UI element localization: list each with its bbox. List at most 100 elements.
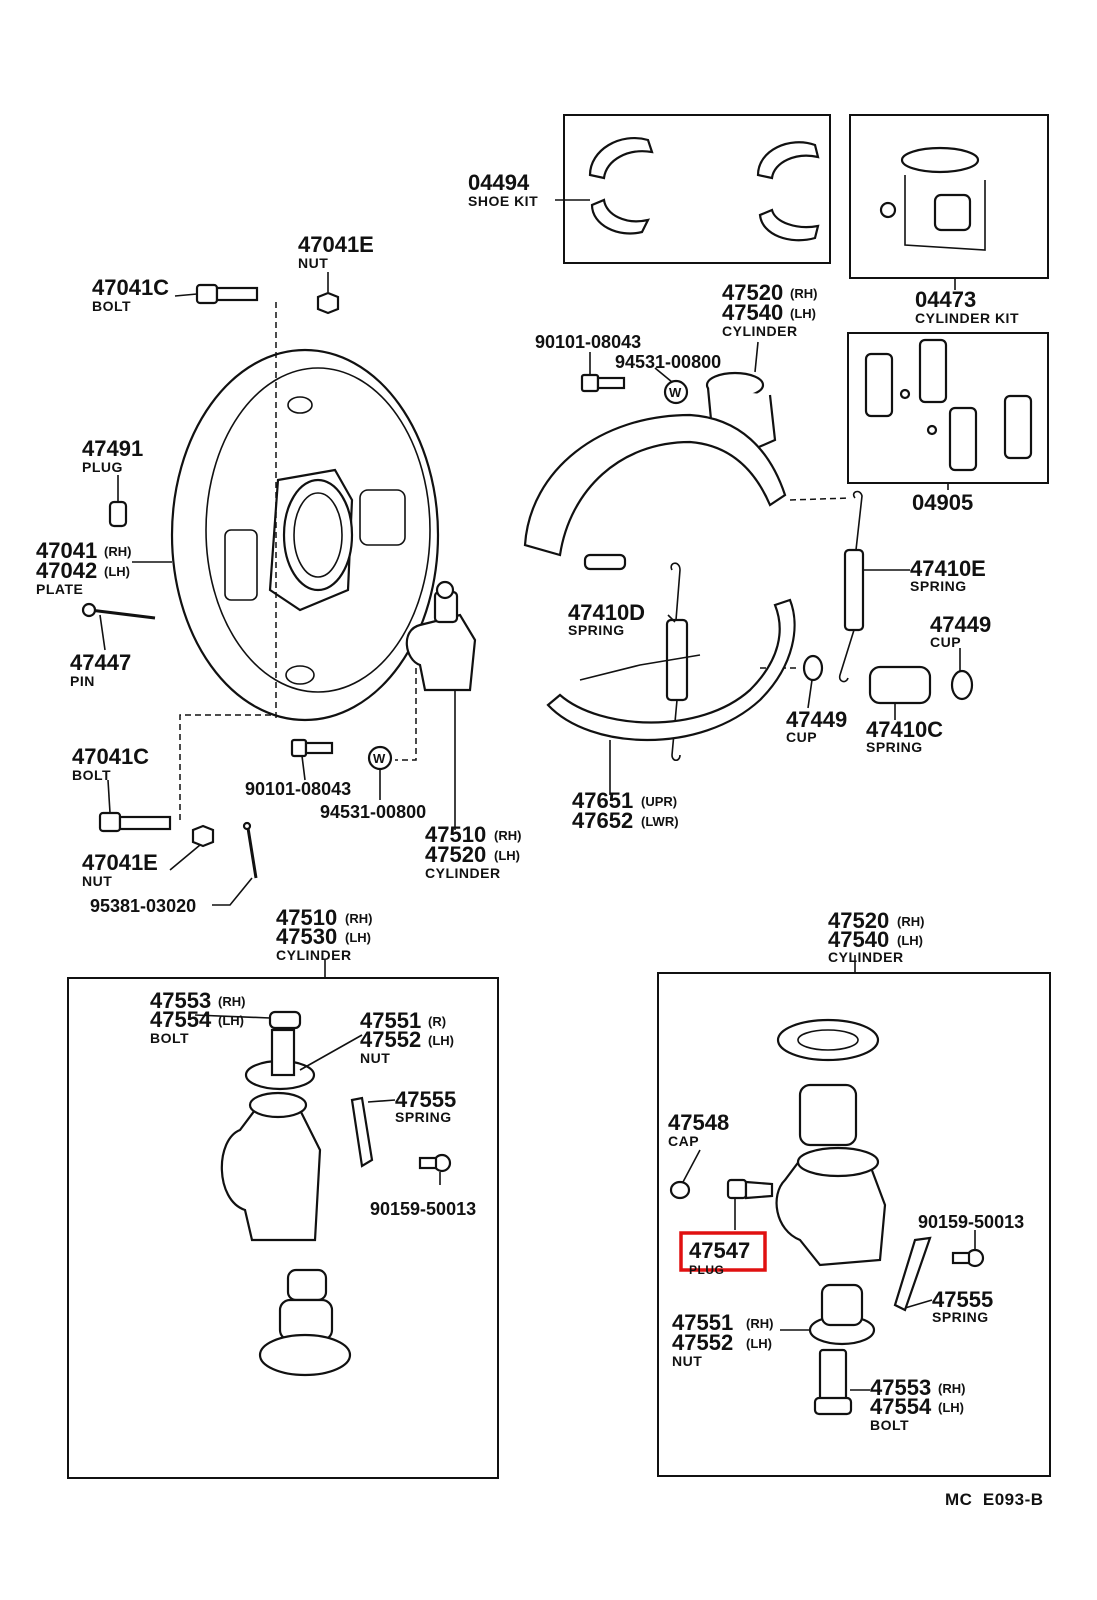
dr-cylinder-body: [775, 1146, 887, 1267]
label-dr-nut-lh-sfx: (LH): [746, 1336, 772, 1351]
label-dr-bolt-rh-sfx: (RH): [938, 1381, 965, 1396]
label-04494-name: SHOE KIT: [468, 193, 538, 209]
label-04473-name: CYLINDER KIT: [915, 310, 1019, 326]
label-bolt-lower-name: BOLT: [72, 767, 111, 783]
label-dl-screw: 90159-50013: [370, 1199, 476, 1219]
label-cyl-lower-name: CYLINDER: [425, 865, 501, 881]
dr-boot: [776, 1018, 880, 1062]
label-plate-lh: 47042: [36, 558, 97, 583]
cylinder-kit-parts: [879, 146, 986, 251]
svg-text:W: W: [669, 385, 682, 400]
dr-piston: [798, 1083, 858, 1147]
label-shoe-upr-sfx: (UPR): [641, 794, 677, 809]
label-cyl-upper-rh-sfx: (RH): [790, 286, 817, 301]
label-dr-nut-rh-sfx: (RH): [746, 1316, 773, 1331]
label-nut-lower-num: 47041E: [82, 850, 158, 875]
backing-plate: [170, 348, 440, 722]
plug-47491: [108, 500, 128, 528]
label-cyl-lower-rh-sfx: (RH): [494, 828, 521, 843]
label-dr-bolt-lh-sfx: (LH): [938, 1400, 964, 1415]
label-cyl-lower-lh: 47520: [425, 842, 486, 867]
label-dr-bolt-name: BOLT: [870, 1417, 909, 1433]
figure-code: MC E093-B: [945, 1490, 1044, 1509]
label-cup-mid-name: CUP: [786, 729, 817, 745]
pin-47447: [81, 602, 156, 620]
label-dl-nut-rh: 47551: [360, 1008, 421, 1033]
label-dl-title-rh: 47510: [276, 905, 337, 930]
label-dl-nut-lh: 47552: [360, 1027, 421, 1052]
label-dl-bolt-name: BOLT: [150, 1030, 189, 1046]
svg-text:W: W: [373, 751, 386, 766]
label-47410c-num: 47410C: [866, 717, 943, 742]
label-shoe-upr: 47651: [572, 788, 633, 813]
label-plate-lh-sfx: (LH): [104, 564, 130, 579]
highlight-47547: [679, 1231, 767, 1272]
label-dr-spring-name: SPRING: [932, 1309, 989, 1325]
label-dl-title-name: CYLINDER: [276, 947, 352, 963]
label-dl-bolt-lh: 47554: [150, 1007, 212, 1032]
label-dl-spring-num: 47555: [395, 1087, 456, 1112]
dr-bleeder-plug: [726, 1178, 774, 1200]
label-dl-title-lh: 47530: [276, 924, 337, 949]
dr-screw: [951, 1248, 985, 1268]
label-dl-title-lh-sfx: (LH): [345, 930, 371, 945]
dl-spring-clip: [350, 1096, 374, 1168]
label-plate-rh-sfx: (RH): [104, 544, 131, 559]
label-04905-num: 04905: [912, 490, 973, 515]
spring-47410c: [868, 665, 932, 705]
label-cyl-lower-lh-sfx: (LH): [494, 848, 520, 863]
label-cup-mid-num: 47449: [786, 707, 847, 732]
label-dr-title-rh: 47520: [828, 908, 889, 933]
detail-right-box: [657, 972, 1051, 1477]
label-dr-plug-num: 47547: [689, 1238, 750, 1263]
label-bolt-top-name: BOLT: [92, 298, 131, 314]
nut-47041e-lower: [191, 824, 215, 848]
label-cyl-upper-name: CYLINDER: [722, 323, 798, 339]
label-dl-bolt-rh: 47553: [150, 988, 211, 1013]
dl-cylinder-body: [220, 1091, 322, 1242]
brake-shoe-lower: [546, 598, 796, 742]
label-dr-title-rh-sfx: (RH): [897, 914, 924, 929]
label-bolt-lower-num: 47041C: [72, 744, 149, 769]
label-dr-nut-name: NUT: [672, 1353, 702, 1369]
label-cyl-upper-lh-sfx: (LH): [790, 306, 816, 321]
label-dr-cap-num: 47548: [668, 1110, 729, 1135]
label-cotter: 95381-03020: [90, 896, 196, 916]
label-dr-cap-name: CAP: [668, 1133, 699, 1149]
label-bolt-top-num: 47041C: [92, 275, 169, 300]
dl-bolt: [268, 1010, 302, 1077]
label-shoe-lwr-sfx: (LWR): [641, 814, 679, 829]
label-cyl-lower-rh: 47510: [425, 822, 486, 847]
label-04494-num: 04494: [468, 170, 530, 195]
label-dr-bolt-rh: 47553: [870, 1375, 931, 1400]
label-47447-num: 47447: [70, 650, 131, 675]
label-cup-right-num: 47449: [930, 612, 991, 637]
lower-cylinder: [405, 580, 477, 692]
dr-cap: [669, 1180, 691, 1200]
lower-dashline: [179, 714, 276, 820]
cup-47449-mid: [802, 654, 824, 682]
label-dr-title-lh: 47540: [828, 927, 889, 952]
label-nut-top-name: NUT: [298, 255, 328, 271]
label-94531-lower: 94531-00800: [320, 802, 426, 822]
label-dl-bolt-lh-sfx: (LH): [218, 1013, 244, 1028]
nut-47041e-top: [316, 291, 340, 315]
spring-47410e: [838, 490, 865, 683]
label-47410e-num: 47410E: [910, 556, 986, 581]
washer-w-lower: W: [367, 745, 393, 771]
cotter-pin: [242, 821, 258, 879]
label-dl-bolt-rh-sfx: (RH): [218, 994, 245, 1009]
label-shoe-lwr: 47652: [572, 808, 633, 833]
shoe-kit-shoes: [588, 137, 820, 242]
label-dl-spring-name: SPRING: [395, 1109, 452, 1125]
label-cyl-upper-lh: 47540: [722, 300, 783, 325]
label-47491-name: PLUG: [82, 459, 123, 475]
cup-47449-right: [950, 669, 974, 701]
label-47491-num: 47491: [82, 436, 143, 461]
label-nut-lower-name: NUT: [82, 873, 112, 889]
label-47410d-name: SPRING: [568, 622, 625, 638]
label-dr-spring-num: 47555: [932, 1287, 993, 1312]
label-47410e-name: SPRING: [910, 578, 967, 594]
label-04473-num: 04473: [915, 287, 976, 312]
